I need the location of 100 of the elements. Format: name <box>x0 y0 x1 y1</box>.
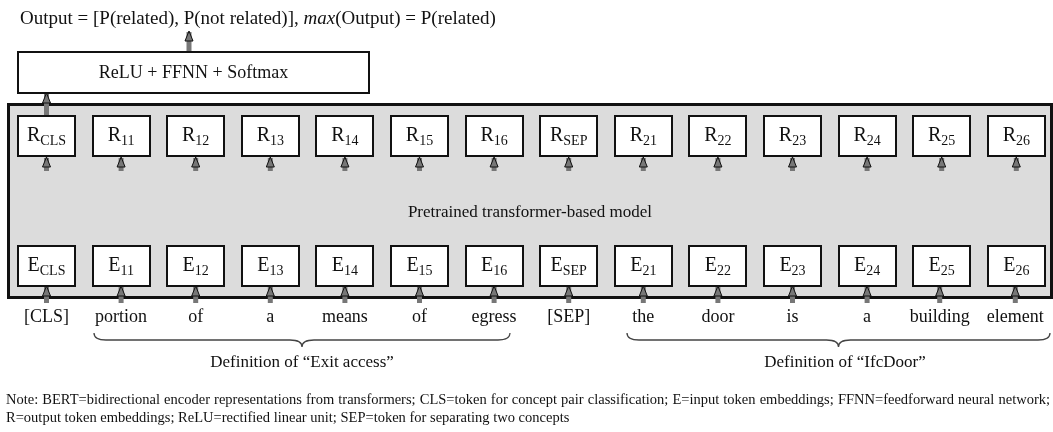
brace-caption: Definition of “IfcDoor” <box>764 352 926 372</box>
arrow <box>935 285 945 303</box>
token-word: the <box>632 305 655 327</box>
embedding-label: R$_{22}$ <box>704 123 732 149</box>
embedding-label: R$_{21}$ <box>629 123 657 149</box>
token-word: of <box>188 305 204 327</box>
embedding-box <box>688 115 748 157</box>
embedding-box <box>464 245 524 287</box>
arrow <box>713 156 723 171</box>
embedding-label: R$_{23}$ <box>778 123 807 149</box>
token-word: door <box>701 305 735 327</box>
arrow <box>862 285 872 303</box>
embedding-label: E$_{CLS}$ <box>27 253 66 279</box>
arrow <box>788 156 797 171</box>
arrow <box>862 156 872 171</box>
arrow <box>489 285 499 303</box>
token-word: a <box>266 305 275 327</box>
token-word: means <box>321 305 368 327</box>
embedding-label: R$_{12}$ <box>182 123 210 149</box>
embedding-label: E$_{25}$ <box>928 253 955 279</box>
embedding-label: E$_{11}$ <box>108 253 134 279</box>
arrow <box>116 285 126 303</box>
footnote: Note: BERT=bidirectional encoder representations from transformers; CLS=token for concept pair classification; E=input token embeddings; FFNN=feedforward neural network; R=output token embeddings; ReLU=rectified linear unit; SEP=token for separating two concepts <box>6 390 1050 426</box>
arrow <box>265 156 275 171</box>
arrow <box>265 285 275 303</box>
embedding-box <box>688 245 748 287</box>
arrow <box>638 285 648 303</box>
arrow <box>340 156 350 171</box>
embedding-box <box>390 245 449 287</box>
token-word: [SEP] <box>547 305 591 327</box>
embedding-box <box>539 115 599 157</box>
arrow <box>116 156 126 171</box>
embedding-box <box>464 115 524 157</box>
embedding-label: E$_{26}$ <box>1003 253 1030 279</box>
arrow <box>340 285 350 303</box>
panel-title: Pretrained transformer-based model <box>407 202 653 222</box>
embedding-box <box>763 115 822 157</box>
arrow <box>564 156 574 171</box>
token-word: [CLS] <box>24 305 69 327</box>
embedding-label: R$_{11}$ <box>107 123 135 149</box>
embedding-box <box>17 115 76 157</box>
embedding-box <box>315 115 375 157</box>
embedding-box <box>613 245 673 287</box>
embedding-label: R$_{25}$ <box>928 123 956 149</box>
arrow <box>191 156 201 171</box>
embedding-label: E$_{16}$ <box>481 253 508 279</box>
embedding-box <box>240 115 300 157</box>
embedding-label: E$_{22}$ <box>704 253 731 279</box>
embedding-box <box>390 115 449 157</box>
embedding-label: E$_{13}$ <box>257 253 284 279</box>
arrow <box>42 156 51 171</box>
arrow <box>42 92 51 115</box>
output-formula: Output = [P(related), P(not related)], max(Output) = P(related) <box>20 7 496 29</box>
token-word: a <box>863 305 872 327</box>
embedding-label: E$_{24}$ <box>854 253 881 279</box>
embedding-box <box>315 245 375 287</box>
arrow <box>788 285 797 303</box>
arrow <box>42 285 51 303</box>
embedding-box <box>986 245 1046 287</box>
embedding-label: E$_{23}$ <box>779 253 806 279</box>
token-word: egress <box>471 305 517 327</box>
embedding-label: R$_{CLS}$ <box>27 123 66 149</box>
embedding-label: R$_{24}$ <box>853 123 881 149</box>
arrow <box>1010 285 1020 303</box>
token-word: is <box>786 305 799 327</box>
embedding-box <box>837 115 897 157</box>
embedding-label: E$_{SEP}$ <box>550 253 587 279</box>
embedding-box <box>912 115 972 157</box>
embedding-box <box>837 245 897 287</box>
arrow <box>713 285 723 303</box>
embedding-box <box>166 115 226 157</box>
classifier-box <box>17 51 370 94</box>
embedding-label: R$_{15}$ <box>405 123 434 149</box>
embedding-label: E$_{21}$ <box>630 253 657 279</box>
token-word: portion <box>95 305 148 327</box>
embedding-box <box>91 245 151 287</box>
embedding-label: R$_{16}$ <box>480 123 508 149</box>
arrow <box>415 285 424 303</box>
arrow <box>489 156 499 171</box>
embedding-label: R$_{SEP}$ <box>549 123 588 149</box>
embedding-box <box>91 115 151 157</box>
arrow <box>184 30 194 51</box>
token-word: of <box>412 305 427 327</box>
arrow <box>937 156 947 171</box>
embedding-label: R$_{13}$ <box>256 123 284 149</box>
arrow <box>191 285 201 303</box>
arrow <box>638 156 648 171</box>
embedding-label: E$_{14}$ <box>331 253 358 279</box>
token-word: building <box>909 305 970 327</box>
model-panel <box>7 103 1053 299</box>
embedding-box <box>17 245 76 287</box>
arrow <box>1011 156 1021 171</box>
embedding-box <box>539 245 599 287</box>
embedding-box <box>763 245 822 287</box>
token-word: element <box>986 305 1044 327</box>
embedding-label: E$_{12}$ <box>182 253 209 279</box>
embedding-box <box>166 245 226 287</box>
embedding-box <box>613 115 673 157</box>
arrow <box>564 285 574 303</box>
embedding-label: R$_{14}$ <box>331 123 359 149</box>
